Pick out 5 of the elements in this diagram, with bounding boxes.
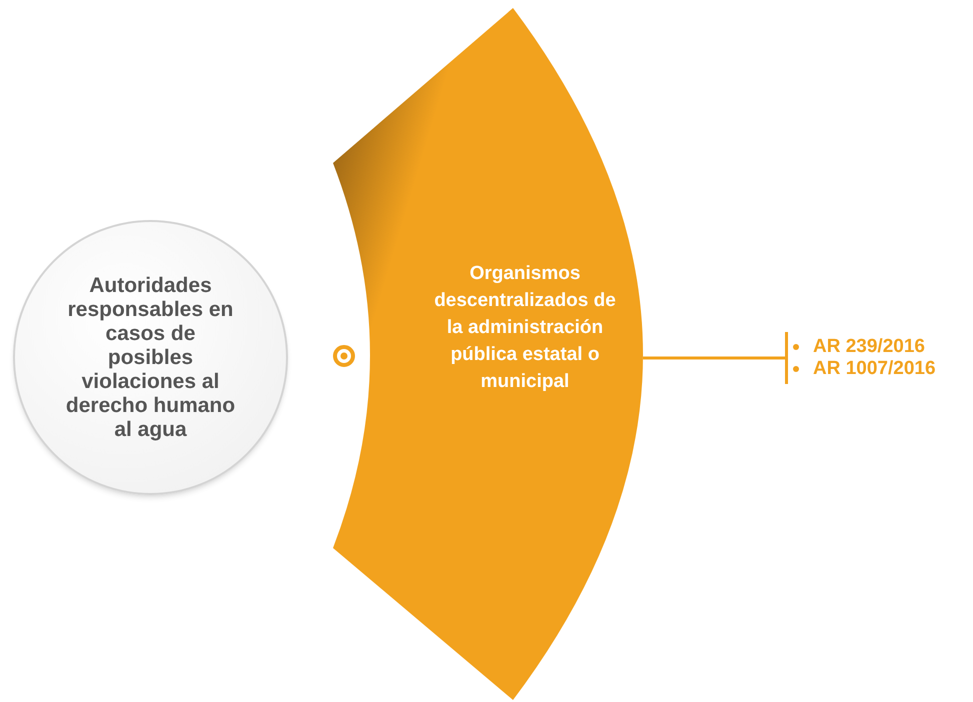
node-text: Organismos descentralizados de la administración pública estatal o municipal [433,262,617,394]
list-item: AR 1007/2016 [813,358,936,380]
connector-line [643,332,788,384]
node-text: Autoridades responsables en casos de posibles violaciones al derecho humano al agua [66,274,236,442]
list-item: AR 239/2016 [813,336,925,358]
